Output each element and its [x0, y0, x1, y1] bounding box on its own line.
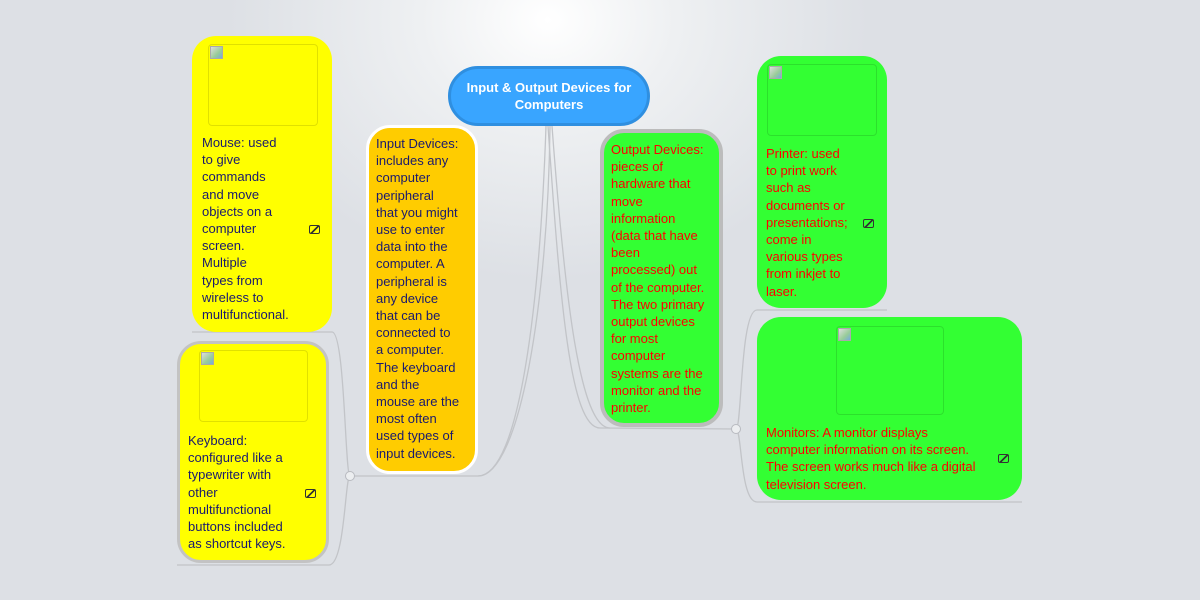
- printer-image: [767, 64, 877, 136]
- output-branch-knob[interactable]: [731, 424, 741, 434]
- mouse-text: Mouse: used to give commands and move ob…: [202, 135, 289, 323]
- keyboard-text: Keyboard: configured like a typewriter w…: [188, 433, 286, 552]
- input-devices-text: Input Devices: includes any computer per…: [376, 136, 460, 461]
- monitors-image: [836, 326, 944, 415]
- image-icon[interactable]: [998, 454, 1009, 463]
- root-title: Input & Output Devices for Computers: [466, 80, 632, 112]
- monitors-text: Monitors: A monitor displays computer in…: [766, 425, 976, 492]
- input-branch-knob[interactable]: [345, 471, 355, 481]
- link-root-output: [547, 125, 737, 430]
- link-output-printer: [735, 309, 887, 430]
- image-icon[interactable]: [309, 225, 320, 234]
- input-devices-node[interactable]: Input Devices: includes any computer per…: [366, 125, 478, 474]
- output-devices-node[interactable]: Output Devices: pieces of hardware that …: [600, 129, 723, 427]
- link-input-mouse: [192, 331, 351, 477]
- mouse-image: [208, 44, 318, 126]
- keyboard-image: [199, 350, 308, 422]
- image-icon[interactable]: [863, 219, 874, 228]
- root-node[interactable]: Input & Output Devices for Computers: [448, 66, 650, 126]
- output-devices-text: Output Devices: pieces of hardware that …: [611, 142, 705, 416]
- printer-node[interactable]: Printer: used to print work such as docu…: [757, 56, 887, 308]
- printer-text: Printer: used to print work such as docu…: [766, 146, 848, 299]
- keyboard-node[interactable]: Keyboard: configured like a typewriter w…: [177, 341, 329, 563]
- mouse-node[interactable]: Mouse: used to give commands and move ob…: [192, 36, 332, 332]
- monitors-node[interactable]: Monitors: A monitor displays computer in…: [757, 317, 1022, 500]
- image-icon[interactable]: [305, 489, 316, 498]
